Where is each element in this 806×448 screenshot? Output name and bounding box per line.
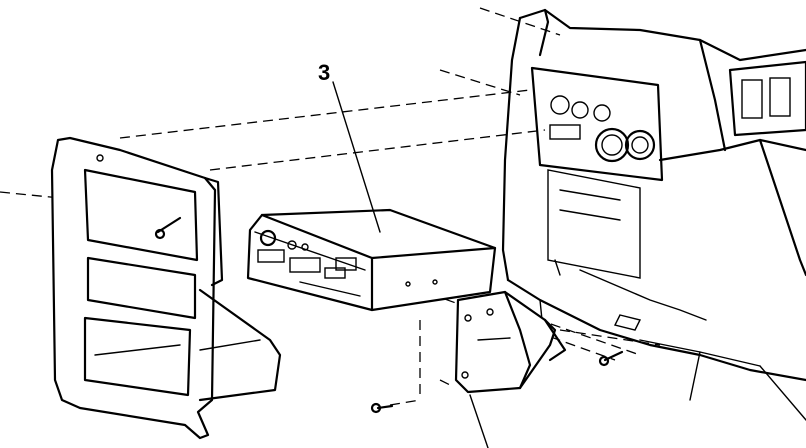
callout-label-3: 3 [318,60,331,85]
dashboard-console [501,8,806,421]
switch-panel [728,60,806,137]
callout-leader [332,81,381,233]
bracket-leader [469,394,489,448]
vent-and-control-panel [530,66,664,331]
loose-screws [370,350,624,414]
radio-unit [246,208,497,312]
mounting-bracket [454,290,567,394]
bezel-screw [154,216,182,240]
trim-bezel [50,136,282,440]
